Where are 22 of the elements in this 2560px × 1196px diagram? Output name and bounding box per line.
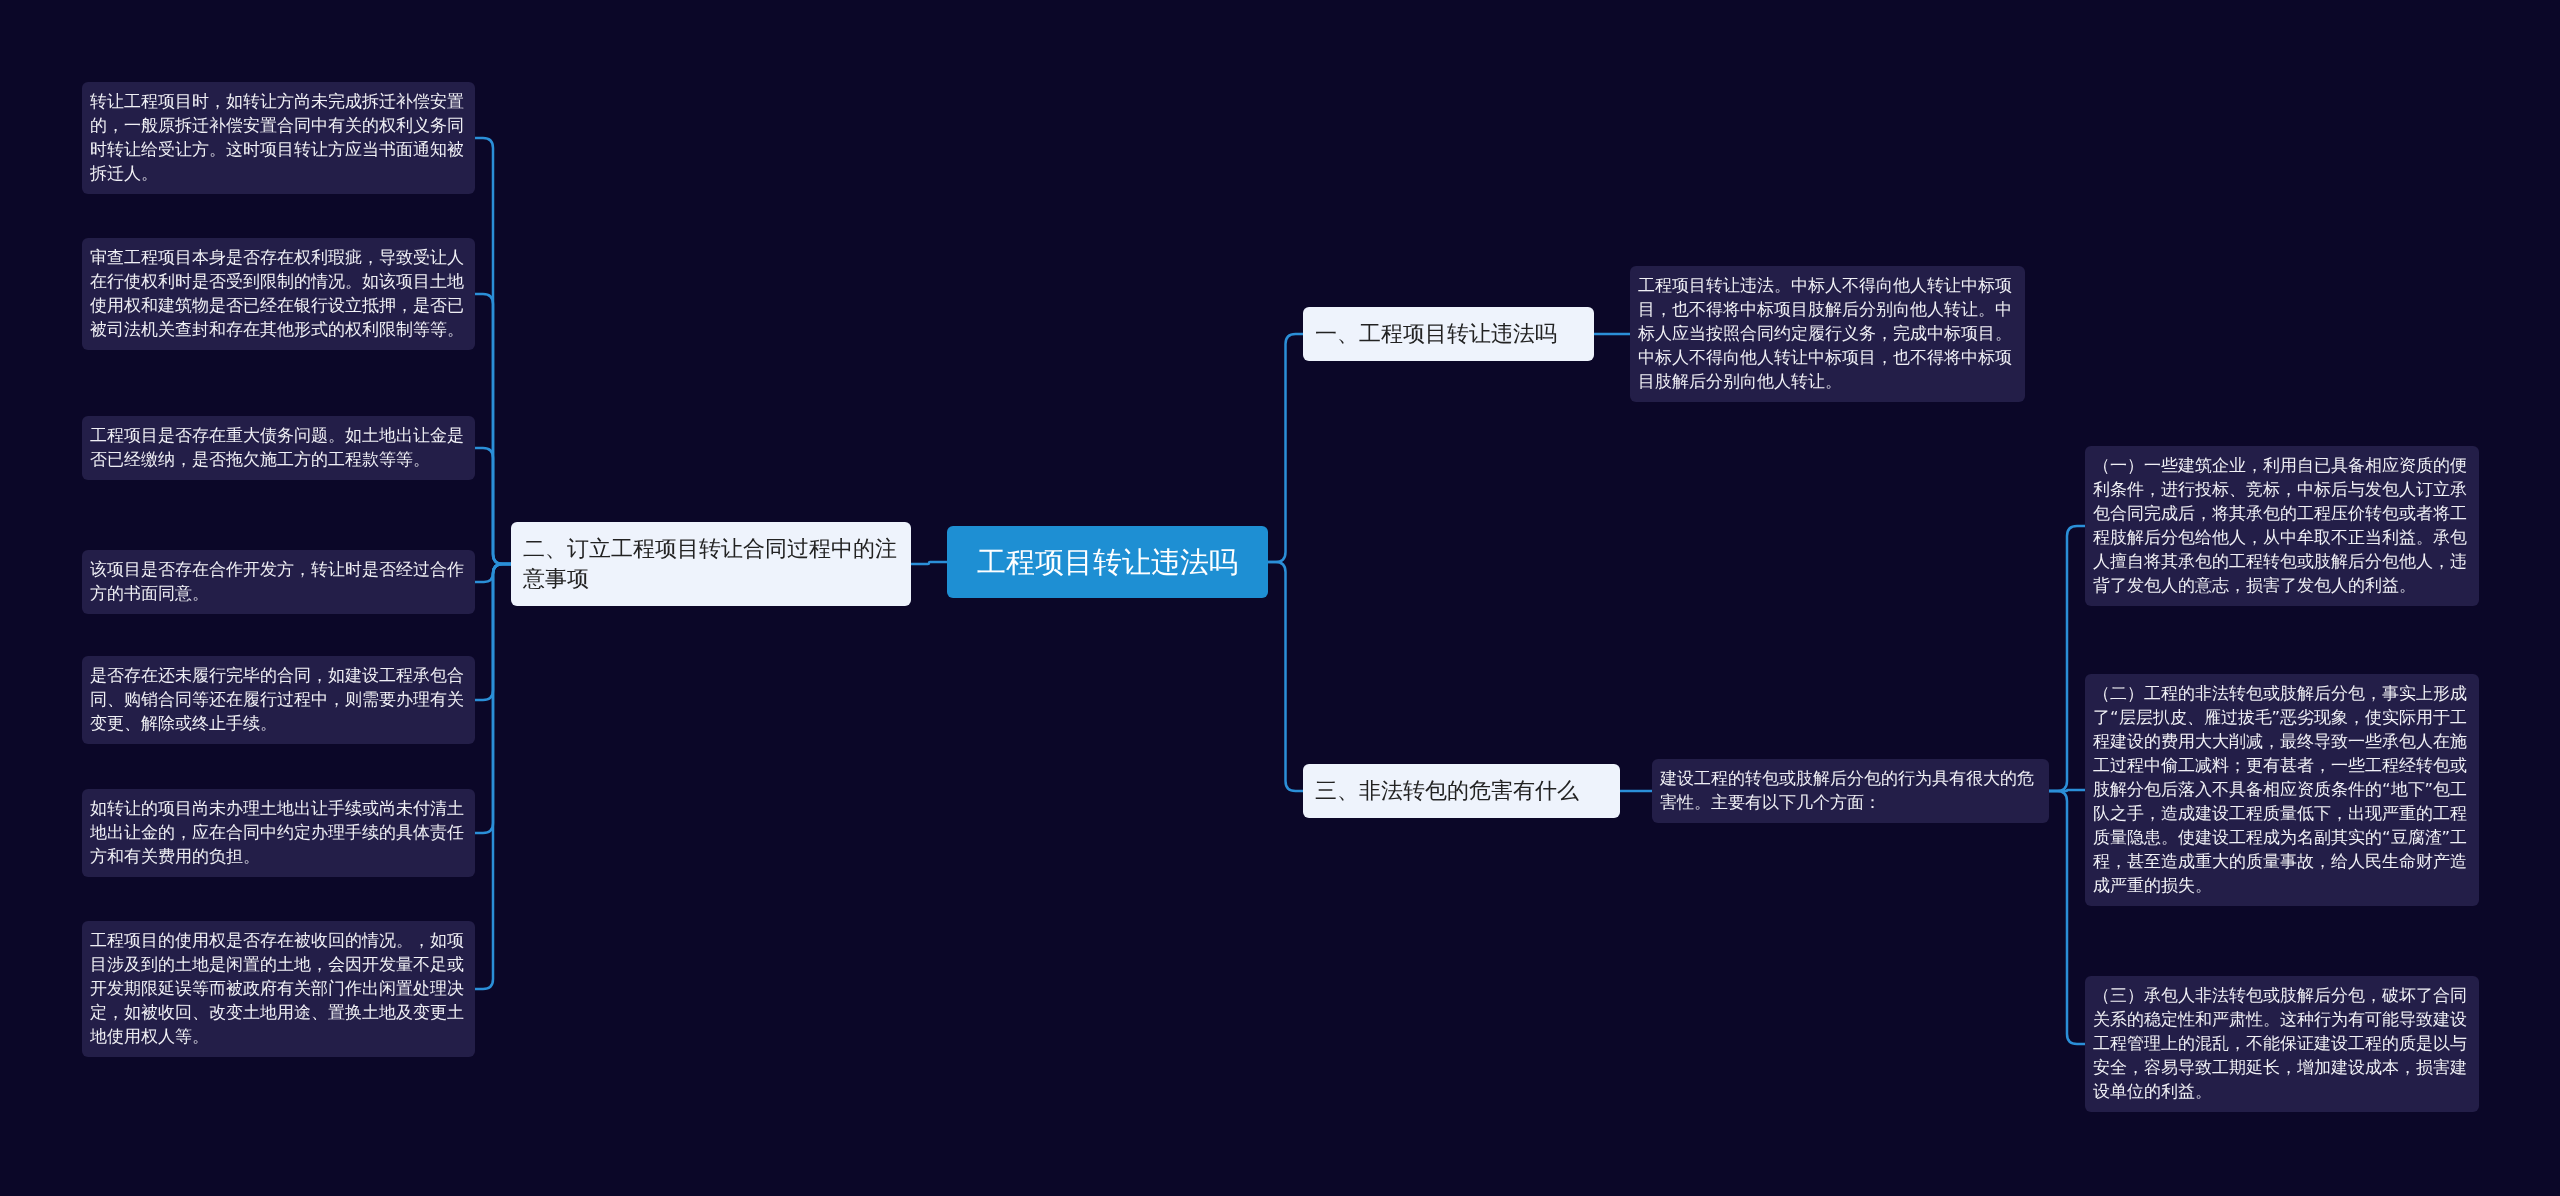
- text-card: 工程项目的使用权是否存在被收回的情况。，如项目涉及到的土地是闲置的土地，会因开发量不足或开发期限延误等而被政府有关部门作出闲置处理决定，如被收回、改变土地用途、置换土地及变更土地使用权人等。: [82, 921, 475, 1057]
- text-card: 工程项目是否存在重大债务问题。如土地出让金是否已经缴纳，是否拖欠施工方的工程款等等。: [82, 416, 475, 480]
- topic-box: 一、工程项目转让违法吗: [1303, 307, 1594, 361]
- connector-line: [475, 562, 511, 991]
- text-card: 如转让的项目尚未办理土地出让手续或尚未付清土地出让金的，应在合同中约定办理手续的具体责任方和有关费用的负担。: [82, 789, 475, 877]
- text-card: 建设工程的转包或肢解后分包的行为具有很大的危害性。主要有以下几个方面：: [1652, 759, 2049, 823]
- text-card: （三）承包人非法转包或肢解后分包，破坏了合同关系的稳定性和严肃性。这种行为有可能导致建设工程管理上的混乱，不能保证建设工程的质是以与安全，容易导致工期延长，增加建设成本，损害建设单位的利益。: [2085, 976, 2479, 1112]
- text-card: 工程项目转让违法。中标人不得向他人转让中标项目，也不得将中标项目肢解后分别向他人转让。中标人应当按照合同约定履行义务，完成中标项目。中标人不得向他人转让中标项目，也不得将中标项目肢解后分别向他人转让。: [1630, 266, 2025, 402]
- text-card: 转让工程项目时，如转让方尚未完成拆迁补偿安置的，一般原拆迁补偿安置合同中有关的权利义务同时转让给受让方。这时项目转让方应当书面通知被拆迁人。: [82, 82, 475, 194]
- topic-box: 三、非法转包的危害有什么: [1303, 764, 1620, 818]
- text-card: 审查工程项目本身是否存在权利瑕疵，导致受让人在行使权利时是否受到限制的情况。如该项目土地使用权和建筑物是否已经在银行设立抵押，是否已被司法机关查封和存在其他形式的权利限制等等。: [82, 238, 475, 350]
- connector-line: [1620, 789, 1652, 793]
- connector-line: [1268, 560, 1303, 793]
- text-card: 是否存在还未履行完毕的合同，如建设工程承包合同、购销合同等还在履行过程中，则需要办理有关变更、解除或终止手续。: [82, 656, 475, 744]
- connector-line: [911, 560, 947, 566]
- topic-box: 二、订立工程项目转让合同过程中的注意事项: [511, 522, 911, 606]
- connector-line: [2049, 789, 2085, 1046]
- text-card: （一）一些建筑企业，利用自已具备相应资质的便利条件，进行投标、竞标，中标后与发包人订立承包合同完成后，将其承包的工程压价转包或者将工程肢解后分包给他人，从中牟取不正当利益。承包人擅自将其承包的工程转包或肢解后分包他人，违背了发包人的意志，损害了发包人的利益。: [2085, 446, 2479, 606]
- connector-line: [1594, 332, 1630, 336]
- root-topic-box: 工程项目转让违法吗: [947, 526, 1268, 598]
- text-card: （二）工程的非法转包或肢解后分包，事实上形成了“层层扒皮、雁过拔毛”恶劣现象，使实际用于工程建设的费用大大削减，最终导致一些承包人在施工过程中偷工减料；更有甚者，一些工程经转包或肢解分包后落入不具备相应资质条件的“地下”包工队之手，造成建设工程质量低下，出现严重的工程质量隐患。使建设工程成为名副其实的“豆腐渣”工程，甚至造成重大的质量事故，给人民生命财产造成严重的损失。: [2085, 674, 2479, 906]
- text-card: 该项目是否存在合作开发方，转让时是否经过合作方的书面同意。: [82, 550, 475, 614]
